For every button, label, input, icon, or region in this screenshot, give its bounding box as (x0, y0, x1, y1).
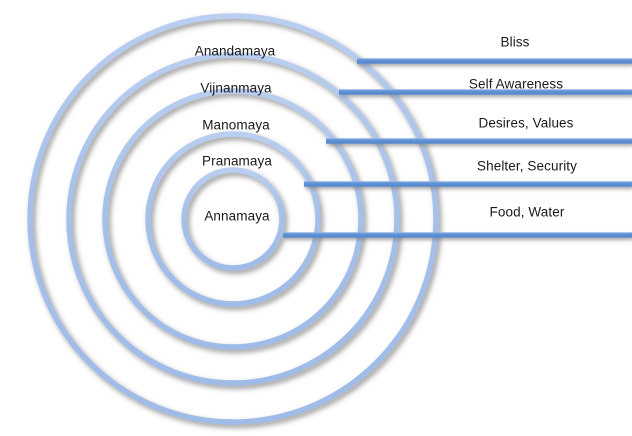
connector-desires-values-bar (326, 138, 632, 144)
kosha-label-vijnanmaya: Vijnanmaya (200, 80, 272, 96)
kosha-label-manomaya: Manomaya (202, 117, 270, 133)
connector-food-water-bar (283, 232, 632, 238)
kosha-label-pranamaya: Pranamaya (202, 153, 272, 169)
rings-group (27, 13, 439, 425)
connector-bliss-label: Bliss (500, 34, 530, 50)
connector-food-water-label: Food, Water (489, 204, 565, 220)
connector-bliss-bar (357, 58, 632, 64)
connector-self-awareness-bar (339, 89, 632, 95)
connector-desires-values-label: Desires, Values (478, 115, 574, 131)
kosha-ring-manomaya (102, 88, 364, 350)
kosha-ring-vijnanmaya (66, 52, 400, 386)
kosha-label-anandamaya: Anandamaya (194, 43, 276, 59)
kosha-ring-anandamaya (27, 13, 439, 425)
kosha-ring-pranamaya (145, 131, 321, 307)
kosha-ring-annamaya (181, 167, 285, 271)
connector-bars-group (283, 58, 632, 238)
connector-self-awareness-label: Self Awareness (468, 76, 564, 92)
connector-shelter-security-label: Shelter, Security (477, 158, 577, 174)
connector-shelter-security-bar (304, 181, 632, 187)
kosha-label-annamaya: Annamaya (204, 208, 270, 224)
